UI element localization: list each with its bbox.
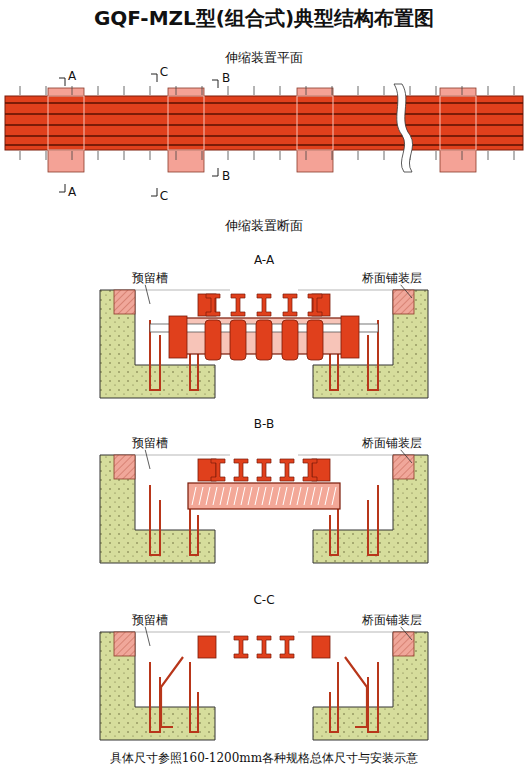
section-view (100, 626, 428, 740)
callout-label: 桥面铺装层 (360, 271, 424, 285)
section-mark: B (222, 169, 230, 183)
section-mark: A (68, 185, 76, 199)
section-mark: A (68, 69, 76, 83)
section-view (100, 449, 428, 563)
callout-label: 桥面铺装层 (360, 436, 424, 450)
callout-label: 预留槽 (130, 613, 170, 627)
section-mark: B (222, 71, 230, 85)
section-name: B-B (254, 417, 274, 431)
plan-view (5, 74, 523, 196)
section-view (100, 284, 428, 398)
section-mark: C (160, 189, 168, 203)
callout-label: 预留槽 (130, 436, 170, 450)
diagram-title: GQF-MZL型(组合式)典型结构布置图 (94, 6, 434, 30)
callout-label: 预留槽 (130, 271, 170, 285)
section-mark: C (160, 65, 168, 79)
section-name: A-A (254, 253, 274, 267)
section-heading: 伸缩装置断面 (225, 218, 303, 234)
diagram-caption: 具体尺寸参照160-1200mm各种规格总体尺寸与安装示意 (110, 751, 418, 765)
section-name: C-C (253, 593, 274, 607)
callout-label: 桥面铺装层 (360, 613, 424, 627)
section-heading: 伸缩装置平面 (225, 50, 303, 66)
